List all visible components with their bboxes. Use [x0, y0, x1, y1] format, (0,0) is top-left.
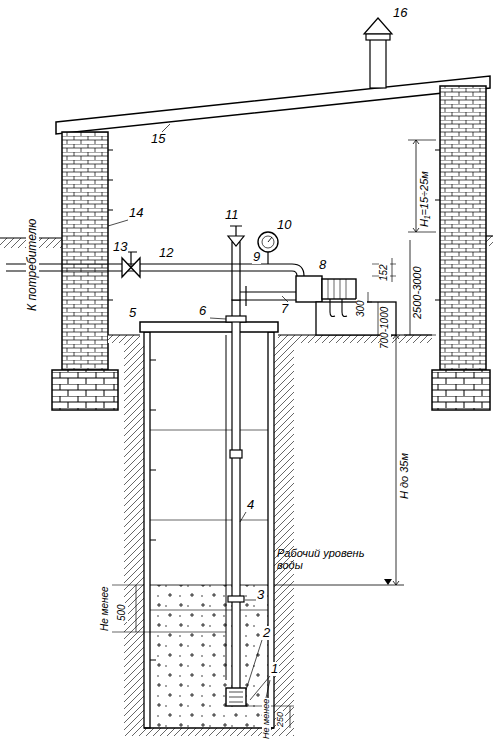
callout-number: 4 — [246, 498, 255, 512]
dimension-text: 250 — [276, 711, 285, 728]
callout-number: 6 — [198, 304, 207, 318]
dimension-text: 2500-3000 — [412, 265, 424, 320]
dimension-text: 300 — [356, 299, 367, 318]
direction-note: К потребителю — [26, 218, 39, 312]
dimension-text: 500 — [117, 603, 128, 622]
callout-number: 5 — [128, 306, 137, 320]
dimension-note: Не менее — [100, 585, 111, 632]
callout-number: 11 — [224, 208, 240, 222]
callout-number: 15 — [150, 132, 166, 146]
dimension-text: H₁=15÷25м — [419, 170, 431, 228]
callout-number: 10 — [276, 218, 292, 232]
water-level-note: Рабочий уровень воды — [276, 548, 390, 571]
callout-number: 2 — [262, 626, 271, 640]
callout-number: 16 — [392, 6, 408, 20]
callout-number: 7 — [280, 302, 289, 316]
callout-number: 12 — [158, 246, 174, 260]
callout-number: 1 — [270, 662, 279, 676]
dimension-text: H до 35м — [399, 452, 411, 500]
callout-number: 8 — [318, 258, 327, 272]
callout-number: 13 — [112, 240, 128, 254]
callout-number: 14 — [128, 206, 144, 220]
callout-number: 3 — [256, 588, 265, 602]
dimension-note: Не менее — [262, 698, 271, 740]
callout-number: 9 — [252, 250, 261, 264]
dimension-text: 152 — [379, 263, 390, 282]
dimension-text: 700-1000 — [380, 306, 391, 350]
